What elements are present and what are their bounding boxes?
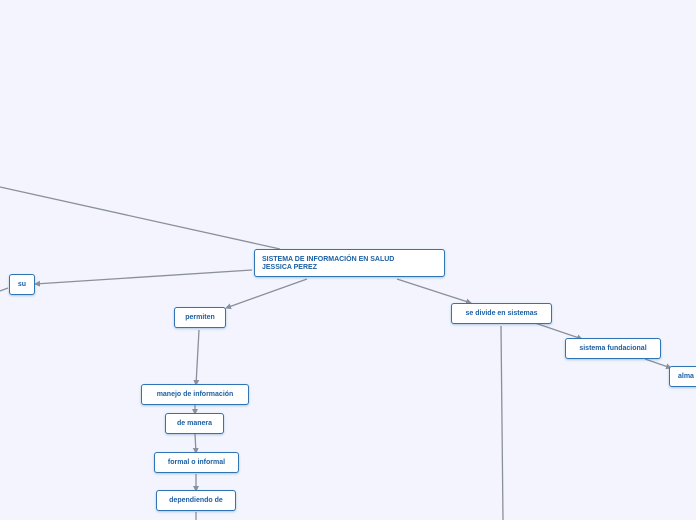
edge-permiten-manejo	[193, 329, 200, 386]
node-se-divide[interactable]: se divide en sistemas	[451, 303, 552, 324]
node-dependiendo-label: dependiendo de	[169, 497, 223, 504]
root-author: JESSICA PEREZ	[262, 264, 317, 271]
node-de-manera-label: de manera	[176, 420, 213, 427]
node-sistema-fundacional[interactable]: sistema fundacional	[565, 338, 661, 359]
node-manejo-label: manejo de información	[156, 391, 234, 398]
node-su-label: su	[17, 281, 27, 288]
edge-se-divide-down	[500, 325, 504, 520]
node-sistema-fundacional-label: sistema fundacional	[579, 345, 647, 352]
edge-root-su	[34, 269, 253, 287]
edge-root-se-divide	[396, 278, 472, 305]
node-dependiendo[interactable]: dependiendo de	[156, 490, 236, 511]
edge-de-manera-formal	[192, 433, 199, 454]
node-formal-label: formal o informal	[167, 459, 226, 466]
edge-root-permiten	[225, 278, 308, 310]
root-node[interactable]: SISTEMA DE INFORMACIÓN EN SALUD JESSICA …	[254, 249, 445, 277]
node-se-divide-label: se divide en sistemas	[465, 310, 538, 317]
edge-fundacional-alma	[644, 358, 672, 370]
edge-root-offscreen	[0, 186, 281, 250]
node-permiten-label: permiten	[185, 314, 215, 321]
edge-se-divide-fundacional	[534, 322, 583, 341]
node-alma-label: alma	[678, 373, 694, 380]
edge-su-offscreen	[0, 287, 9, 292]
node-manejo[interactable]: manejo de información	[141, 384, 249, 405]
node-su[interactable]: su	[9, 274, 35, 295]
node-de-manera[interactable]: de manera	[165, 413, 224, 434]
root-title: SISTEMA DE INFORMACIÓN EN SALUD	[262, 256, 395, 263]
node-formal[interactable]: formal o informal	[154, 452, 239, 473]
node-alma[interactable]: alma	[669, 366, 696, 387]
node-permiten[interactable]: permiten	[174, 307, 226, 328]
